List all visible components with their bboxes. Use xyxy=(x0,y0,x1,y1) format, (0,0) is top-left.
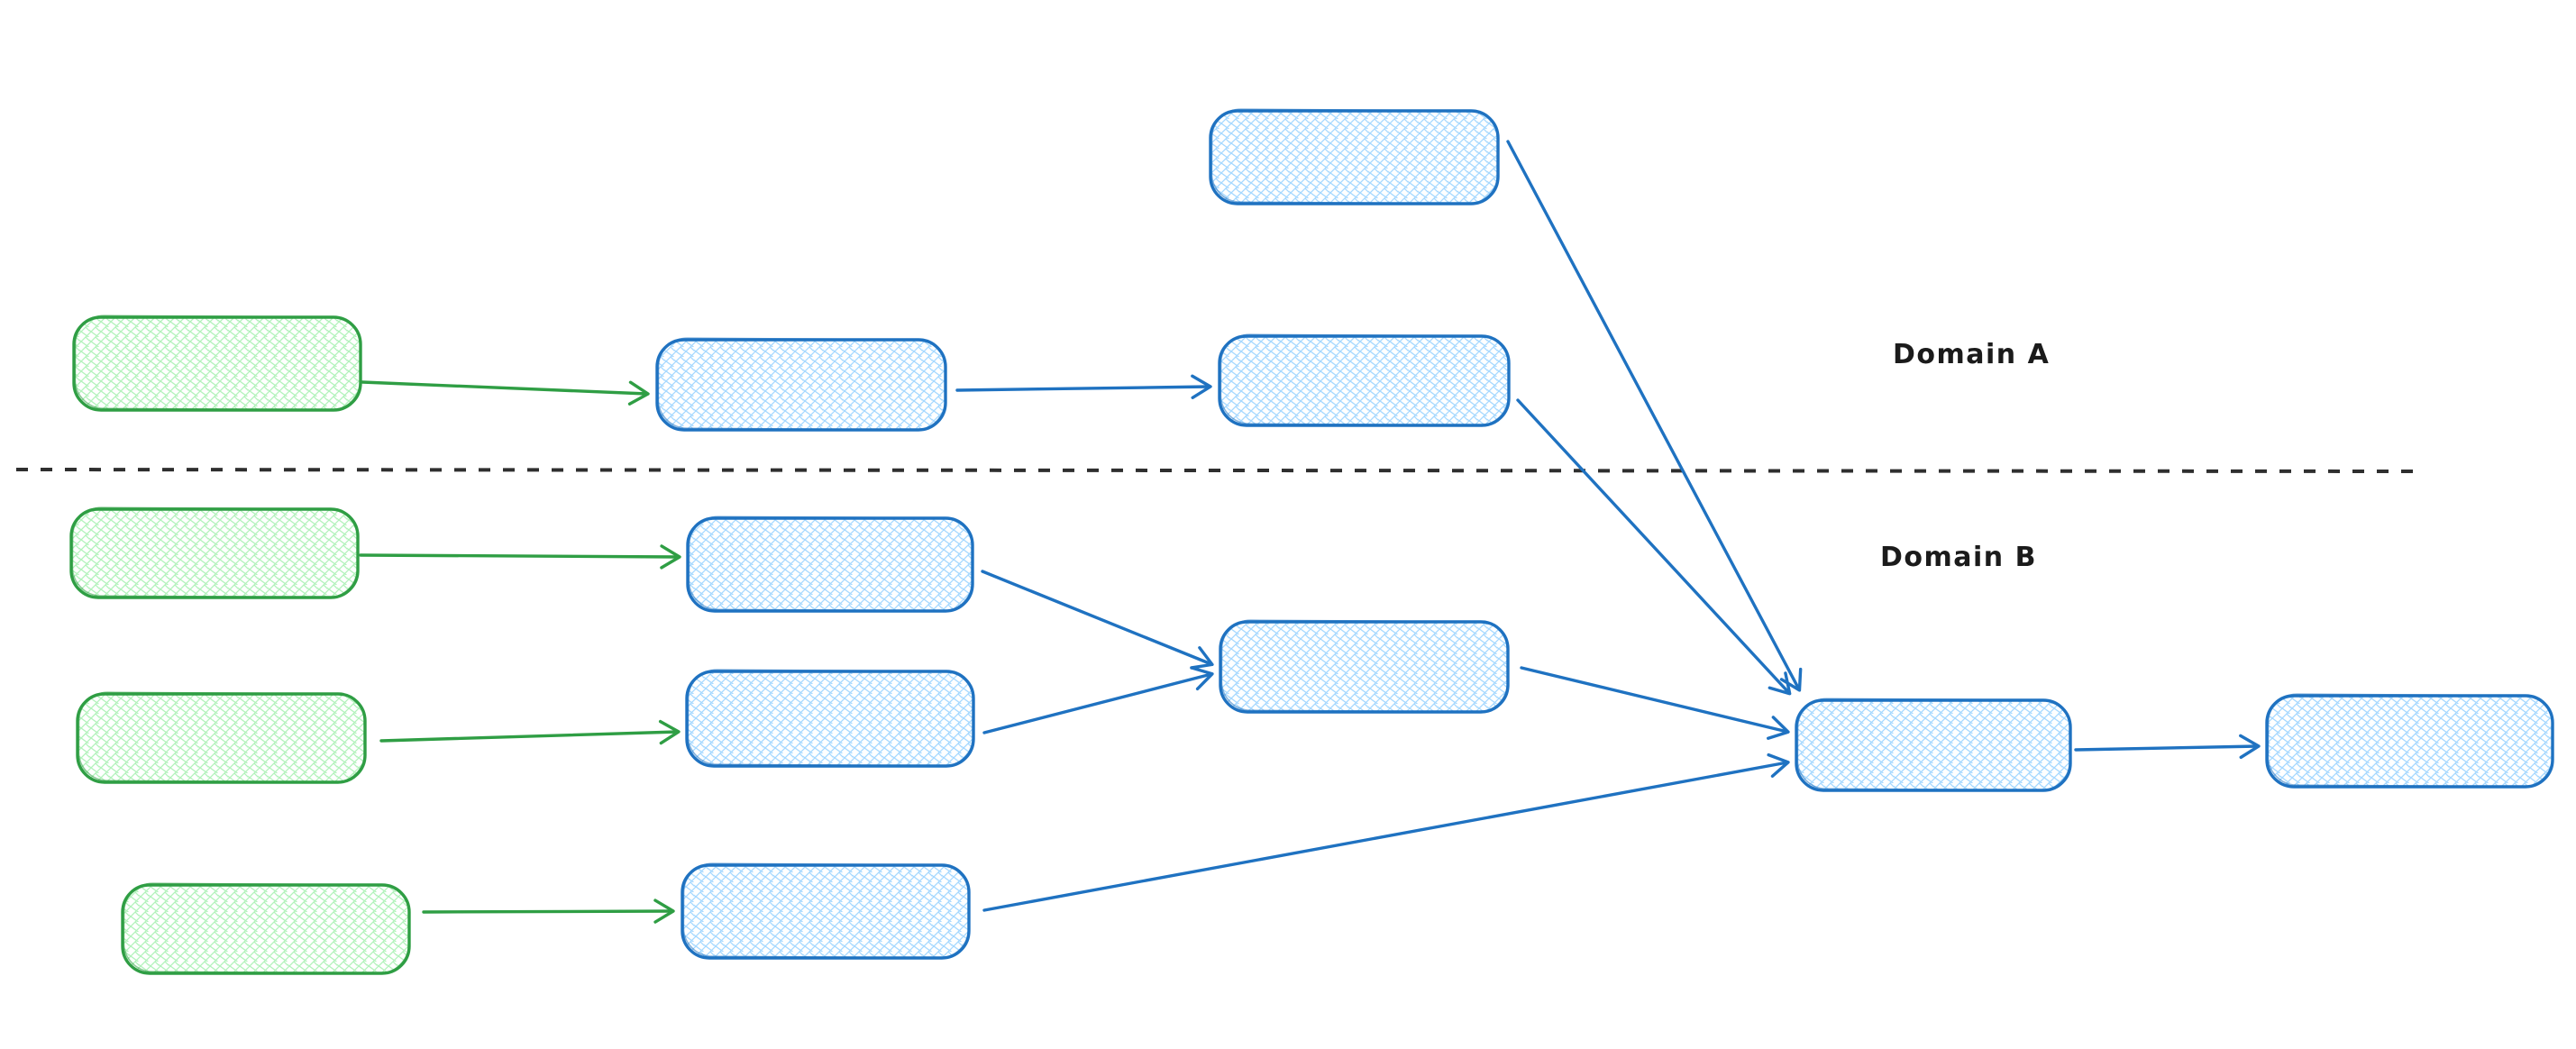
blue-node-b-stage1-2 xyxy=(685,669,975,768)
green-node-b-source-2-sketch-overdraw xyxy=(78,691,366,783)
blue-node-a-stage2-shape xyxy=(1218,334,1511,427)
blue-node-a-stage1-shape xyxy=(655,338,947,432)
green-node-a-source-sketch-overdraw xyxy=(74,315,361,411)
domain-b-label: Domain B xyxy=(1880,542,2037,573)
blue-node-source-top-shape xyxy=(1209,109,1500,205)
edge-sink-to-output-arrow xyxy=(2074,734,2261,760)
domain-divider-layer xyxy=(15,468,2415,473)
domain-a-label: Domain A xyxy=(1893,339,2050,370)
edge-a-stage1-to-stage2-arrow xyxy=(955,374,1212,399)
green-node-b-source-1-shape xyxy=(69,507,360,599)
nodes-layer xyxy=(69,108,2554,975)
edge-b-stage1-to-merge-arrow xyxy=(981,570,1214,670)
green-node-b-source-3 xyxy=(121,882,411,975)
blue-node-source-top xyxy=(1209,108,1500,205)
edge-b-stage2-to-merge-arrow xyxy=(982,666,1214,734)
labels-layer: Domain A Domain B xyxy=(1880,339,2050,573)
edge-a-stage2-to-sink-arrow xyxy=(1516,398,1792,696)
green-node-b-source-1 xyxy=(69,506,360,599)
domain-divider-line xyxy=(15,468,2415,473)
blue-node-a-stage2-sketch-overdraw xyxy=(1219,333,1510,426)
edge-top-to-sink-arrow xyxy=(1506,140,1803,692)
blue-node-b-stage1-3-sketch-overdraw xyxy=(682,862,970,959)
edge-b-source1-to-stage1-arrow xyxy=(359,544,681,570)
blue-node-b-stage1-2-shape xyxy=(685,670,975,768)
blue-node-output-sketch-overdraw xyxy=(2267,693,2553,788)
green-node-b-source-2-shape xyxy=(76,692,367,784)
edge-b-source3-to-stage3-arrow xyxy=(422,898,675,924)
blue-node-b-stage1-3-shape xyxy=(681,863,971,960)
blue-node-sink-shape xyxy=(1795,698,2072,792)
green-node-b-source-3-sketch-overdraw xyxy=(123,882,410,974)
blue-node-b-stage1-1-shape xyxy=(686,516,974,613)
edge-a-source-to-stage1-arrow xyxy=(361,380,650,406)
blue-node-a-stage2 xyxy=(1218,333,1511,427)
blue-node-b-stage1-1-sketch-overdraw xyxy=(688,515,973,612)
blue-node-b-merge xyxy=(1219,619,1510,714)
blue-node-a-stage1 xyxy=(655,337,947,432)
blue-node-output-shape xyxy=(2265,694,2554,789)
green-node-b-source-2 xyxy=(76,691,367,784)
blue-node-b-merge-sketch-overdraw xyxy=(1220,619,1509,713)
blue-node-source-top-sketch-overdraw xyxy=(1210,108,1499,205)
blue-node-b-merge-shape xyxy=(1219,620,1510,714)
edge-b-source2-to-stage2-arrow xyxy=(379,719,681,745)
blue-node-b-stage1-2-sketch-overdraw xyxy=(687,669,974,767)
edge-b-stage3-to-sink-arrow xyxy=(982,753,1790,912)
green-node-a-source xyxy=(72,315,362,412)
green-node-b-source-1-sketch-overdraw xyxy=(71,506,359,598)
green-node-a-source-shape xyxy=(72,315,362,412)
edge-b-merge-to-sink-arrow xyxy=(1520,666,1790,740)
blue-node-b-stage1-1 xyxy=(686,515,974,613)
blue-node-a-stage1-sketch-overdraw xyxy=(657,337,946,431)
green-node-b-source-3-shape xyxy=(121,883,411,975)
edges-layer xyxy=(359,140,2261,924)
blue-node-b-stage1-3 xyxy=(681,862,971,960)
blue-node-output xyxy=(2265,693,2554,789)
blue-node-sink-sketch-overdraw xyxy=(1796,698,2071,791)
blue-node-sink xyxy=(1795,698,2072,792)
